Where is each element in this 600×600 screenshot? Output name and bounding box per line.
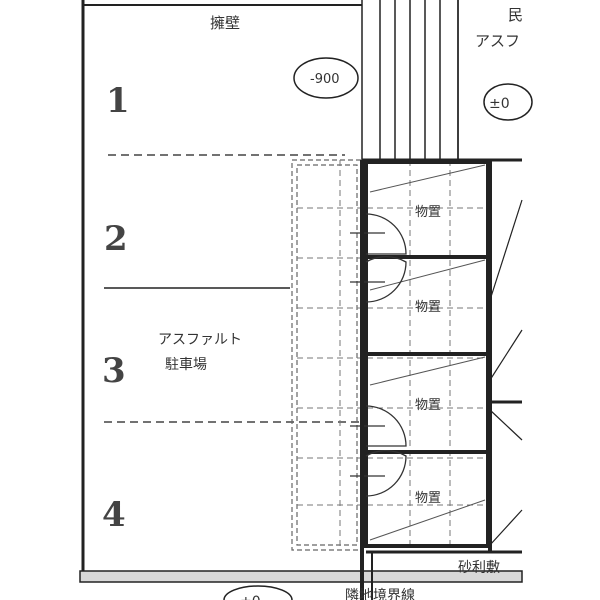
storage-label-4: 物置 xyxy=(415,491,441,506)
storage-diagonals xyxy=(369,164,486,541)
right-structure xyxy=(360,158,523,600)
level-ellipse-left xyxy=(293,57,359,99)
gravel-label: 砂利敷 xyxy=(458,560,500,576)
staircase xyxy=(361,0,459,160)
asphalt-label: アスファルト xyxy=(158,332,242,348)
top-right-label-2: アスフ xyxy=(475,32,520,50)
bottom-wall-band xyxy=(79,570,523,583)
lot-boundaries xyxy=(79,0,523,583)
level-ellipse-right xyxy=(483,83,533,121)
level-bottom-value: ±0 xyxy=(240,594,261,600)
parking-space-4: 4 xyxy=(102,495,126,535)
parking-label: 駐車場 xyxy=(165,356,207,373)
parking-space-3: 3 xyxy=(102,351,126,391)
storage-label-1: 物置 xyxy=(415,205,441,220)
storage-label-3: 物置 xyxy=(415,398,441,413)
top-right-label-1: 民 xyxy=(508,6,523,24)
storage-wall-band xyxy=(291,159,363,551)
door-swing-1 xyxy=(365,213,407,255)
door-swing-4 xyxy=(365,449,407,497)
parking-space-1: 1 xyxy=(106,81,130,121)
level-left-value: -900 xyxy=(310,72,340,87)
level-ellipse-bottom xyxy=(223,585,293,600)
door-swing-2 xyxy=(365,255,407,303)
door-swings xyxy=(350,213,407,497)
retaining-wall-label: 擁壁 xyxy=(210,14,240,32)
storage-label-2: 物置 xyxy=(415,300,441,315)
parking-space-2: 2 xyxy=(104,219,128,259)
door-swing-3 xyxy=(365,405,407,447)
parking-dividers xyxy=(104,154,360,423)
level-right-value: ±0 xyxy=(489,96,510,112)
boundary-label: 隣地境界線 xyxy=(345,588,415,600)
